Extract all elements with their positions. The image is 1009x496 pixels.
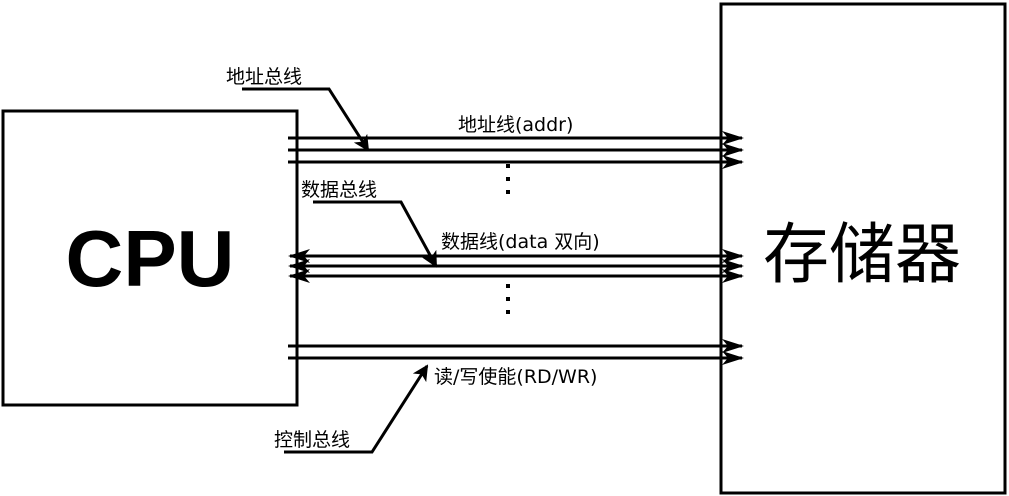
data-bus: 数据线(data 双向) 数据总线 <box>288 179 744 283</box>
address-line-label: 地址线(addr) <box>458 114 573 136</box>
data-bus-callout: 数据总线 <box>301 179 377 201</box>
cpu-label: CPU <box>66 214 235 303</box>
address-bus: 地址线(addr) 地址总线 <box>226 66 744 169</box>
memory-label: 存储器 <box>763 216 961 293</box>
cpu-block: CPU <box>1 109 299 407</box>
address-ellipsis <box>506 164 510 194</box>
control-line-label: 读/写使能(RD/WR) <box>434 366 597 388</box>
address-bus-pointer-arrow <box>242 87 370 152</box>
ellipsis-dot <box>506 164 510 168</box>
address-bus-callout: 地址总线 <box>226 66 302 88</box>
control-bus-pointer-arrow <box>284 364 429 454</box>
data-ellipsis <box>506 284 510 314</box>
control-bus-callout: 控制总线 <box>274 429 350 451</box>
data-line-label: 数据线(data 双向) <box>441 231 600 253</box>
data-bus-pointer-arrow <box>313 200 438 268</box>
ellipsis-dot <box>506 190 510 194</box>
ellipsis-dot <box>506 310 510 314</box>
cpu-box <box>1 109 299 407</box>
ellipsis-dot <box>506 177 510 181</box>
control-bus: 读/写使能(RD/WR) 控制总线 <box>274 339 744 454</box>
ellipsis-dot <box>506 297 510 301</box>
memory-box <box>719 2 1007 495</box>
ellipsis-dot <box>506 284 510 288</box>
memory-block: 存储器 <box>719 2 1007 495</box>
